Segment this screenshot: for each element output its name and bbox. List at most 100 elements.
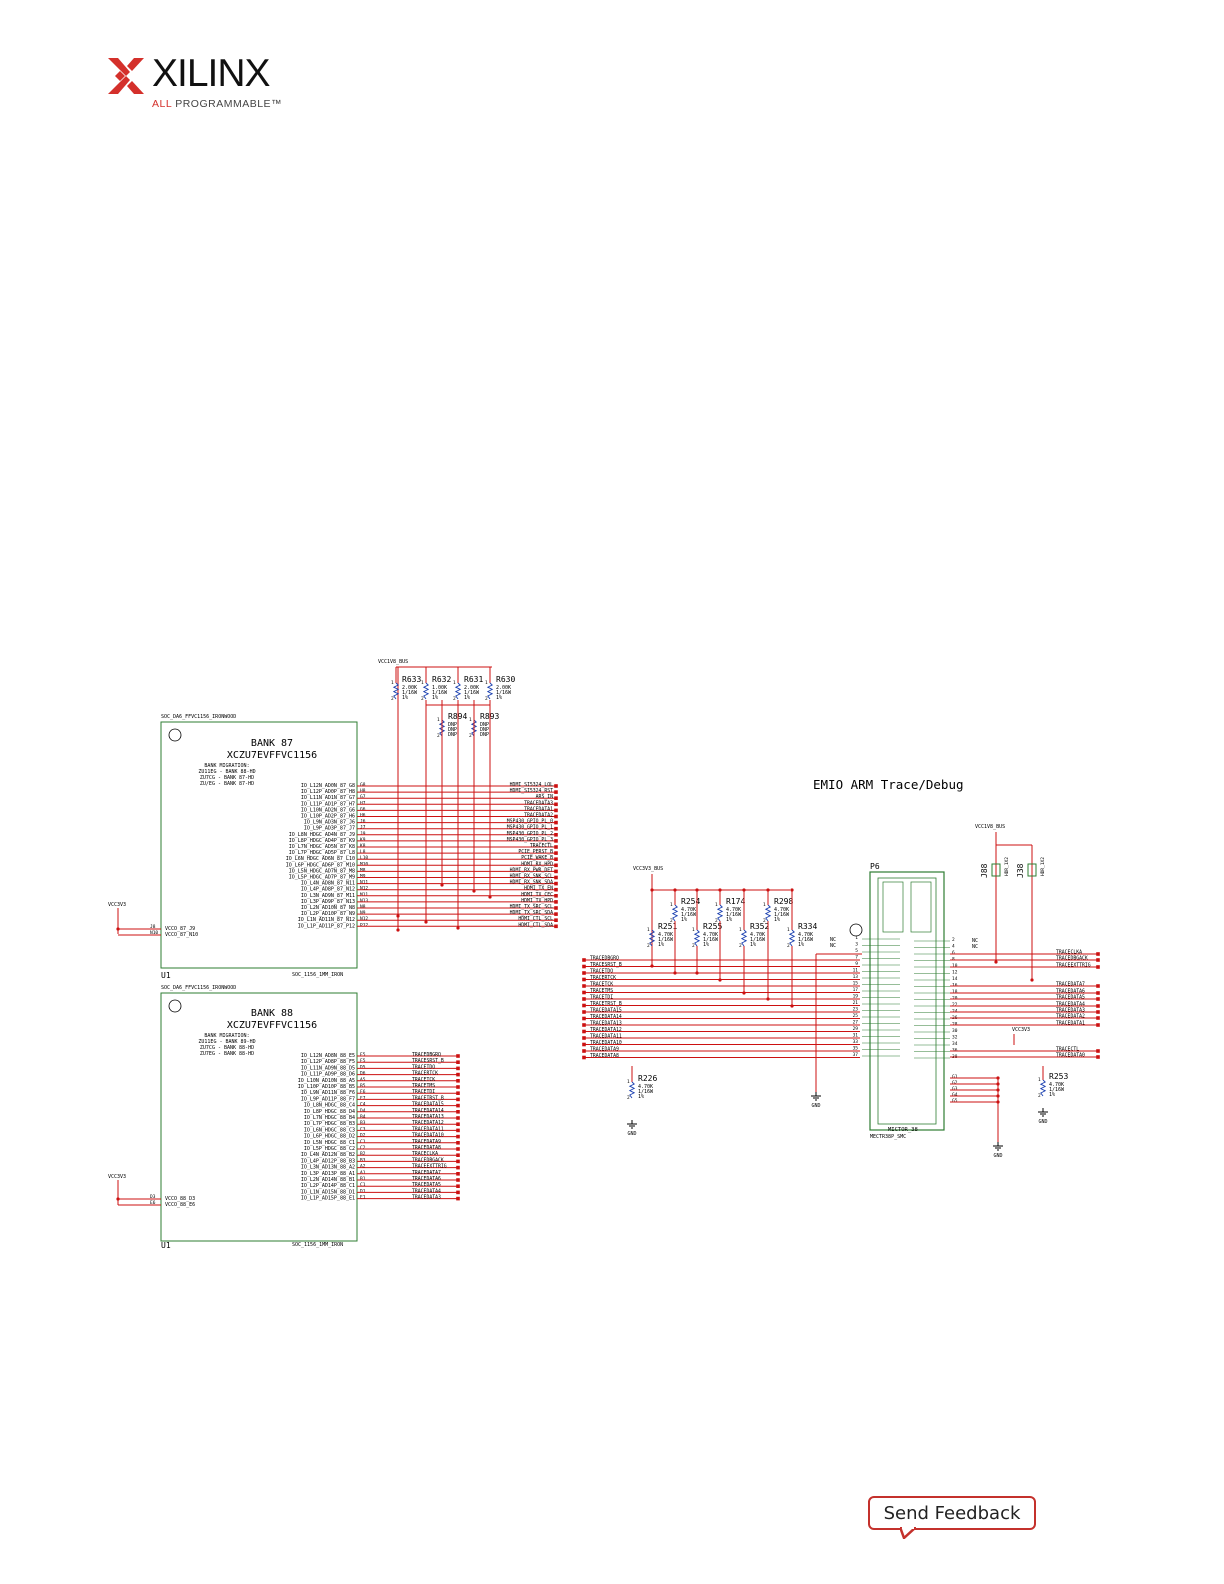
- res-r630-power: 1/16W: [496, 690, 512, 696]
- mictor-right-pin-10: 22: [952, 1002, 958, 1008]
- xilinx-logo-icon: [108, 58, 144, 94]
- trace-vcc3v3-small-label: VCC3V3: [1012, 1027, 1030, 1033]
- trace-right-net-5: TRACEDATA5: [1056, 995, 1085, 1001]
- res-r226-symbol: [628, 1081, 636, 1099]
- bank88-net-terminal-9: [456, 1110, 460, 1114]
- res-r352-power: 1/16W: [750, 937, 766, 943]
- bank88-net-terminal-21: [456, 1184, 460, 1188]
- bank87-pin-num-0: G8: [360, 782, 366, 788]
- res-r631-symbol: [454, 682, 462, 700]
- mictor-key-left: [882, 881, 904, 933]
- res-r632-power: 1/16W: [432, 690, 448, 696]
- res-r251-ref: R251: [658, 922, 677, 931]
- bank88-net-terminal-15: [456, 1147, 460, 1151]
- res-r298-power: 1/16W: [774, 912, 790, 918]
- bank88-title: BANK 88: [251, 1008, 293, 1019]
- bank87-pin-name-11: IO_L7P_HDGC_AD5P_87_L8: [289, 850, 355, 856]
- con-nc-right-0: NC: [972, 938, 978, 944]
- mictor-footer: MECTR38P_SMC: [870, 1134, 906, 1140]
- bank87-net-label-16: HDMI_RX_SNK_SDA: [510, 880, 553, 886]
- trace-left-net-3: TRACERTCK: [590, 975, 616, 981]
- trace-res-junction-6: [790, 888, 794, 892]
- bank87-pin-num-18: M11: [360, 892, 368, 898]
- bank87-net-label-12: PCIE_WAKE_B: [521, 855, 553, 861]
- send-feedback-button[interactable]: Send Feedback: [868, 1496, 1036, 1530]
- bank88-pin-num-5: B5: [360, 1083, 366, 1089]
- bank88-pin-name-1: IO_L12P_AD8P_88_F5: [301, 1059, 355, 1065]
- bank88-net-terminal-12: [456, 1128, 460, 1133]
- res-r630-symbol: [486, 682, 494, 700]
- bank87-pullup-junction-2: [440, 883, 444, 887]
- bank87-pin-name-7: IO_L9P_AD3P_87_J7: [304, 826, 355, 832]
- bank88-pin-num-2: D5: [360, 1064, 366, 1070]
- res-r632-tolerance: 1%: [432, 695, 438, 701]
- mictor-left-pin-8: 17: [853, 987, 859, 993]
- bank87-pin-num-6: J6: [360, 819, 366, 825]
- res-r631-pin2: 2: [453, 696, 456, 702]
- res-r251-symbol: [648, 929, 656, 947]
- res-r174-pin1: 1: [715, 902, 718, 908]
- res-r226-value: 4.70K: [638, 1084, 653, 1090]
- res-r298-pin1: 1: [763, 902, 766, 908]
- res-r253-tolerance: 1%: [1049, 1092, 1055, 1098]
- bank87-pin-name-18: IO_L3N_AD9N_87_M11: [301, 893, 355, 899]
- bank88-pin-name-10: IO_L7N_HDGC_88_B4: [304, 1115, 355, 1121]
- trace-res-junction-2: [766, 888, 770, 892]
- bank88-net-label-21: TRACEDATA5: [412, 1182, 441, 1188]
- bank87-pin-num-15: M9: [360, 874, 366, 880]
- res-r893-power: DNP: [480, 727, 489, 733]
- bank87-outline: [160, 721, 358, 969]
- bank88-pin-name-12: IO_L6N_HDGC_88_C3: [304, 1127, 355, 1133]
- res-r253-pin2: 2: [1038, 1093, 1041, 1099]
- res-r226-pin2: 2: [627, 1095, 630, 1101]
- bank88-pin-num-8: C4: [360, 1102, 366, 1108]
- mictor-left-pin-6: 13: [853, 974, 859, 980]
- bank87-pin-num-7: J7: [360, 825, 366, 831]
- bank87-net-label-8: MSP430_GPIO_PL_2: [507, 831, 553, 837]
- res-r631-tolerance: 1%: [464, 695, 470, 701]
- trace-left-net-8: TRACEDATA15: [590, 1008, 622, 1014]
- bank88-pin-num-10: B4: [360, 1114, 366, 1120]
- trace-left-net-2: TRACETDO: [590, 969, 613, 975]
- res-r251-tolerance: 1%: [658, 942, 664, 948]
- bank87-pin-num-4: G6: [360, 806, 366, 812]
- bank87-pin-name-5: IO_L10P_AD2P_87_H6: [301, 814, 355, 820]
- res-r298-ref: R298: [774, 897, 793, 906]
- bank87-pin-num-20: N8: [360, 904, 366, 910]
- res-r254-ref: R254: [681, 897, 700, 906]
- trace-right-terminal-6: [1096, 1004, 1100, 1008]
- bank88-pin-name-7: IO_L9P_AD11P_88_F7: [301, 1096, 355, 1102]
- res-r633-symbol: [392, 682, 400, 700]
- bank88-pin-num-11: B3: [360, 1120, 366, 1126]
- res-r334-symbol: [788, 929, 796, 947]
- mictor-gnd-pin-2: G3: [952, 1086, 958, 1092]
- trace-right-net-6: TRACEDATA4: [1056, 1002, 1085, 1008]
- bank87-net-label-17: HDMI_TX_EN: [524, 886, 553, 892]
- bank87-pin-name-21: IO_L2P_AD10P_87_N9: [301, 911, 355, 917]
- bank87-pin-name-4: IO_L10N_AD2N_87_G6: [301, 807, 355, 813]
- res-r630-pin2: 2: [485, 696, 488, 702]
- mictor-name: MICTOR_38: [888, 1127, 918, 1133]
- bank87-pin-name-10: IO_L7N_HDGC_AD5N_87_K8: [289, 844, 355, 850]
- bank87-net-terminal-5: [554, 814, 558, 819]
- bank87-pin-name-20: IO_L2N_AD10N_87_N8: [301, 905, 355, 911]
- res-r633-pin2: 2: [391, 696, 394, 702]
- bank87-net-terminal-22: [554, 918, 558, 922]
- xilinx-logo: XILINX ALL PROGRAMMABLE™: [108, 52, 288, 112]
- res-r352-symbol: [740, 929, 748, 947]
- trace-left-net-6: TRACETDI: [590, 995, 613, 1001]
- trace-left-net-4: TRACETCK: [590, 982, 613, 988]
- bank87-net-terminal-7: [554, 826, 558, 831]
- bank87-migration-3: ZU/EG - BANK 87-HD: [200, 781, 254, 787]
- bank87-net-terminal-23: [554, 924, 558, 929]
- trace-left-net-9: TRACEDATA14: [590, 1014, 622, 1020]
- bank88-vcc-junction: [116, 1197, 120, 1201]
- bank88-net-terminal-14: [456, 1141, 460, 1145]
- bank88-net-terminal-18: [456, 1165, 460, 1170]
- trace-left-net-14: TRACEDATA9: [590, 1047, 619, 1053]
- bank87-net-terminal-11: [554, 851, 558, 855]
- bank88-migration-0: BANK MIGRATION:: [204, 1033, 249, 1039]
- con-nc-left-1: NC: [830, 943, 836, 949]
- bank87-vcc3v3-label: VCC3V3: [108, 902, 126, 908]
- res-r251-pin2: 2: [647, 943, 650, 949]
